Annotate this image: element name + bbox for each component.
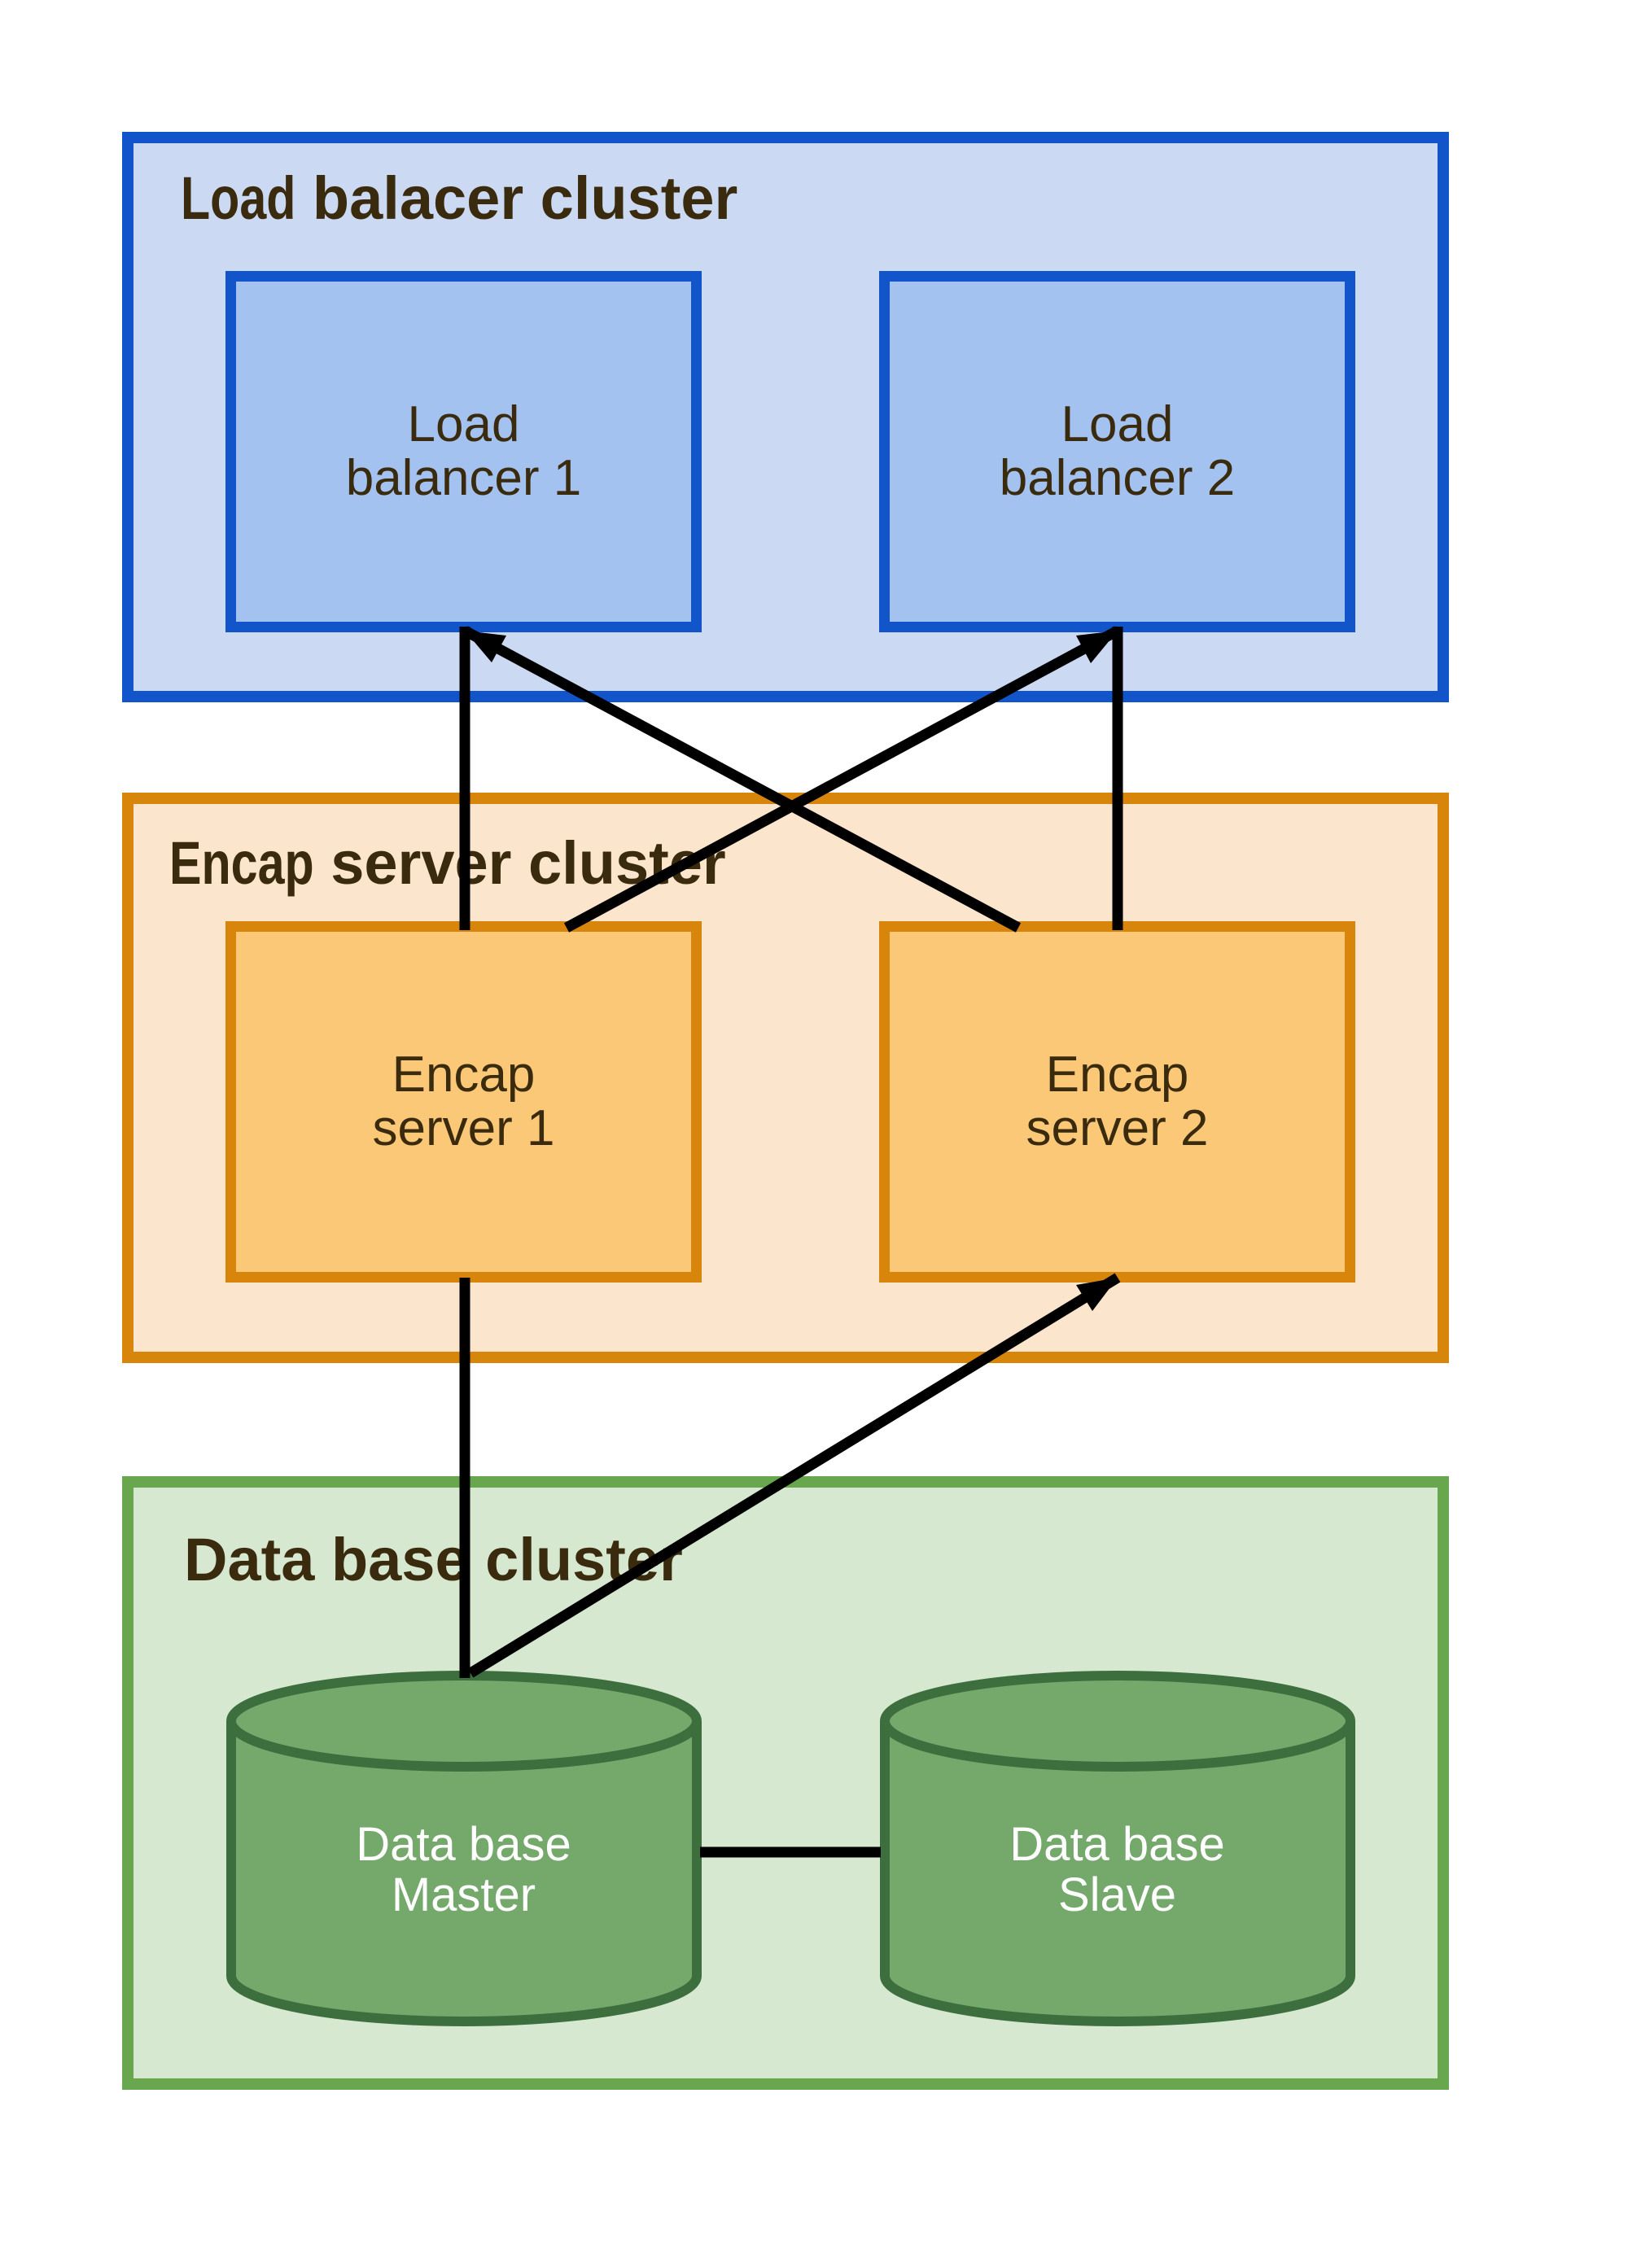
node-load-balancer-2: Load balancer 2 — [879, 271, 1355, 632]
data-base-cluster-title: Data base cluster — [184, 1526, 683, 1593]
edge-encap2-master-arrowhead — [1076, 1278, 1118, 1311]
node-encap-server-1: Encap server 1 — [225, 921, 702, 1283]
edge-lb2-encap1-arrowhead — [1076, 631, 1118, 663]
node-label-data-base-slave: Data base Slave — [1009, 1818, 1225, 1921]
edge-lb2-encap1 — [563, 626, 1121, 933]
cylinder-data-base-master — [226, 1671, 702, 2026]
load-balancer-cluster-title: Load balacer cluster — [181, 164, 738, 232]
edge-lb1-encap2-arrowhead — [465, 631, 506, 662]
edge-encap2-master — [467, 1273, 1121, 1678]
edge-lb1-encap2 — [462, 626, 1022, 933]
cylinder-data-base-slave — [880, 1671, 1355, 2026]
node-label-data-base-master: Data base Master — [356, 1818, 571, 1921]
